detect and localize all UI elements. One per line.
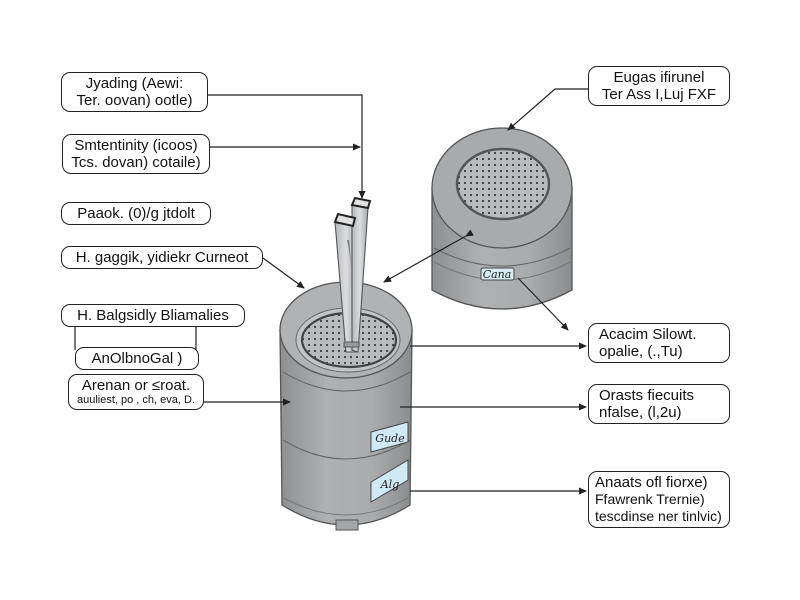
callout-6-line-1: AnOlbnoGal ) — [91, 350, 183, 367]
callout-1: Jyading (Aewi: Ter. oovan) ootle) — [61, 72, 208, 112]
small-canister: Cana — [431, 127, 573, 310]
leader-lines — [74, 88, 590, 495]
callout-5-line-1: H. Balgsidly Bliamalies — [77, 307, 229, 324]
small-canister-grille — [455, 147, 551, 221]
probe-tool — [333, 196, 372, 353]
callout-4: H. gaggik, yidiekr Curneot — [61, 246, 263, 269]
callout-8-line-2: Ter Ass I,Luj FXF — [601, 86, 717, 103]
leader-callout-4 — [262, 257, 305, 289]
callout-1-line-1: Jyading (Aewi: — [85, 75, 184, 92]
callout-10-line-1: Orasts fiecuits — [599, 387, 695, 404]
callout-5: H. Balgsidly Bliamalies — [61, 304, 245, 327]
callout-11-line-3: tescdinse ner tinlvic) — [595, 508, 722, 524]
callout-9-line-2: opalie, (.,Tu) — [599, 343, 683, 360]
small-canister-badge: Cana — [480, 267, 515, 281]
leader-callout-1 — [208, 94, 366, 199]
callout-9: Acacim Silowt. opalie, (.,Tu) — [588, 323, 730, 363]
main-canister-badge-upper-text: Gude — [375, 432, 405, 445]
main-canister-badge-lower-text: Alg — [380, 478, 400, 491]
callout-6: AnOlbnoGal ) — [75, 347, 199, 370]
callout-3-line-1: Paaok. (0)/g jtdolt — [77, 205, 195, 222]
callout-1-line-2: Ter. oovan) ootle) — [76, 92, 193, 109]
callout-2-line-1: Smtentinity (icoos) — [74, 137, 198, 154]
callout-11-line-1: Anaats ofl fiorxe) — [595, 474, 708, 491]
small-canister-badge-text: Cana — [483, 268, 512, 281]
callout-11: Anaats ofl fiorxe) Ffawrenk Trernie) tes… — [588, 471, 730, 528]
leader-between-canisters — [383, 229, 474, 283]
callout-11-line-2: Ffawrenk Trernie) — [595, 491, 705, 507]
callout-3: Paaok. (0)/g jtdolt — [61, 202, 211, 225]
main-canister-badge-lower: Alg — [370, 459, 409, 503]
callout-2-line-2: Tcs. dovan) cotaile) — [71, 154, 201, 171]
leader-callout-8 — [507, 88, 590, 131]
main-canister-badge-upper: Gude — [370, 421, 409, 453]
callout-10-line-2: nfalse, (l,2u) — [599, 404, 682, 421]
callout-7-line-2: auuliest, po , ch, eva, D. — [76, 394, 195, 406]
callout-10: Orasts fiecuits nfalse, (l,2u) — [588, 384, 730, 424]
leader-small-badge — [517, 277, 569, 331]
callout-4-line-1: H. gaggik, yidiekr Curneot — [75, 249, 249, 266]
callout-8-line-1: Eugas ifirunel — [613, 69, 705, 86]
callout-8: Eugas ifirunel Ter Ass I,Luj FXF — [588, 66, 730, 106]
main-canister-foot — [335, 519, 359, 531]
callout-7-line-1: Arenan or ≤roat. — [81, 377, 191, 394]
callout-2: Smtentinity (icoos) Tcs. dovan) cotaile) — [62, 134, 210, 174]
callout-9-line-1: Acacim Silowt. — [599, 326, 697, 343]
callout-7: Arenan or ≤roat. auuliest, po , ch, eva,… — [68, 374, 204, 410]
